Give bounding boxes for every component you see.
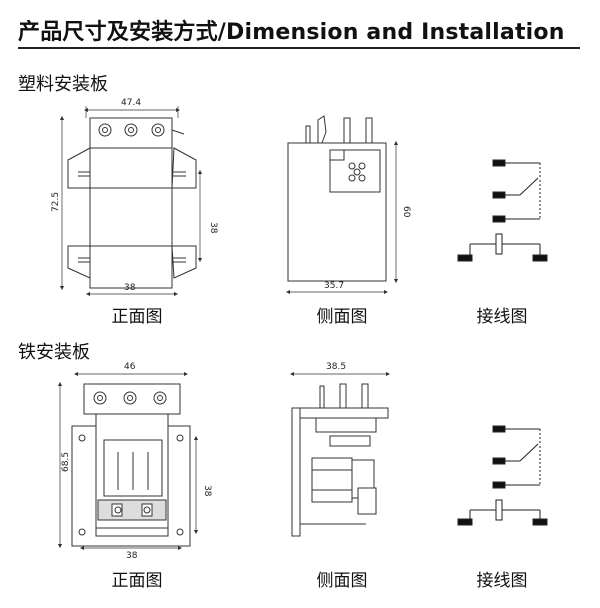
dimension-lines-side-plastic — [285, 140, 399, 295]
front-view-iron — [71, 383, 191, 547]
dim-front-bottom-iron: 38 — [126, 551, 138, 561]
dim-side-width-plastic: 35.7 — [324, 281, 344, 291]
side-view-iron — [291, 383, 389, 537]
dim-front-bottom-plastic: 38 — [124, 283, 136, 293]
dim-front-width-iron: 46 — [124, 362, 136, 372]
caption-side-plastic: 侧面图 — [316, 307, 368, 327]
section-label-plastic: 塑料安装板 — [18, 74, 108, 95]
wiring-diagram-plastic — [457, 159, 548, 262]
wiring-diagram-iron — [457, 425, 548, 526]
front-view-plastic — [67, 117, 197, 289]
dim-side-height-plastic: 60 — [401, 206, 411, 218]
title-underline — [18, 47, 580, 49]
caption-wiring-iron: 接线图 — [476, 571, 528, 591]
caption-wiring-plastic: 接线图 — [476, 307, 528, 327]
dim-front-pitch-plastic: 38 — [208, 222, 218, 234]
side-view-plastic — [287, 115, 387, 282]
dim-front-width-plastic: 47.4 — [121, 98, 141, 108]
dim-front-pitch-iron: 38 — [202, 485, 212, 497]
dim-front-height-plastic: 72.5 — [51, 192, 61, 212]
page-title: 产品尺寸及安装方式/Dimension and Installation — [18, 20, 565, 45]
dimension-lines-front-plastic — [59, 106, 203, 297]
caption-side-iron: 侧面图 — [316, 571, 368, 591]
dim-side-width-iron: 38.5 — [326, 362, 346, 372]
dimension-lines-front-iron — [57, 371, 199, 551]
section-label-iron: 铁安装板 — [18, 342, 90, 363]
caption-front-plastic: 正面图 — [111, 307, 163, 327]
dim-front-height-iron: 68.5 — [61, 452, 71, 472]
caption-front-iron: 正面图 — [111, 571, 163, 591]
